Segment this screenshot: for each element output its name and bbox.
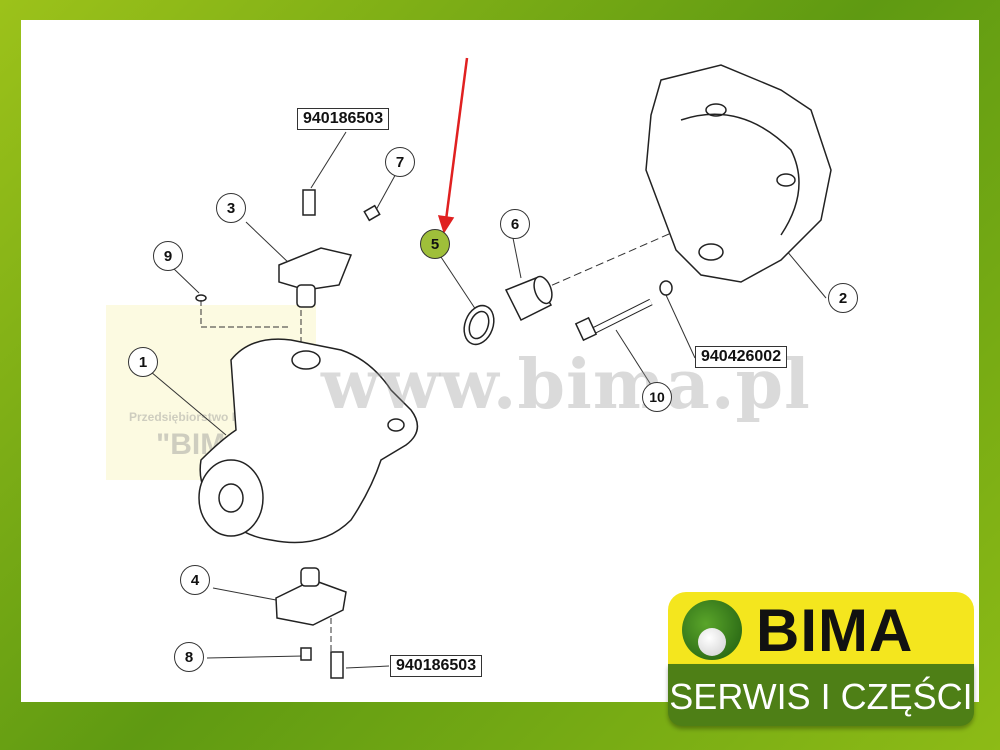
callout-6: 6 [500,209,530,239]
part-number-bolt-top: 940186503 [297,108,390,130]
diagram-canvas: Przedsiębiorstwo Handlowe "BIMA" [21,20,979,702]
part-number-bolt-bottom: 940186503 [390,655,483,677]
callout-3: 3 [216,193,246,223]
parts-drawing [150,57,832,679]
callout-10: 10 [642,382,672,412]
callout-1: 1 [128,347,158,377]
callout-4: 4 [180,565,210,595]
callout-5-highlighted: 5 [420,229,450,259]
callout-9: 9 [153,241,183,271]
bima-logo: BIMA SERWIS I CZĘŚCI [668,592,978,732]
callout-2: 2 [828,283,858,313]
part-number-nut: 940426002 [695,346,788,368]
logo-name: BIMA [756,597,914,664]
logo-ball-highlight-icon [698,628,726,656]
callout-7: 7 [385,147,415,177]
logo-bottom-band [668,664,974,726]
logo-tagline: SERWIS I CZĘŚCI [669,676,973,717]
callout-8: 8 [174,642,204,672]
